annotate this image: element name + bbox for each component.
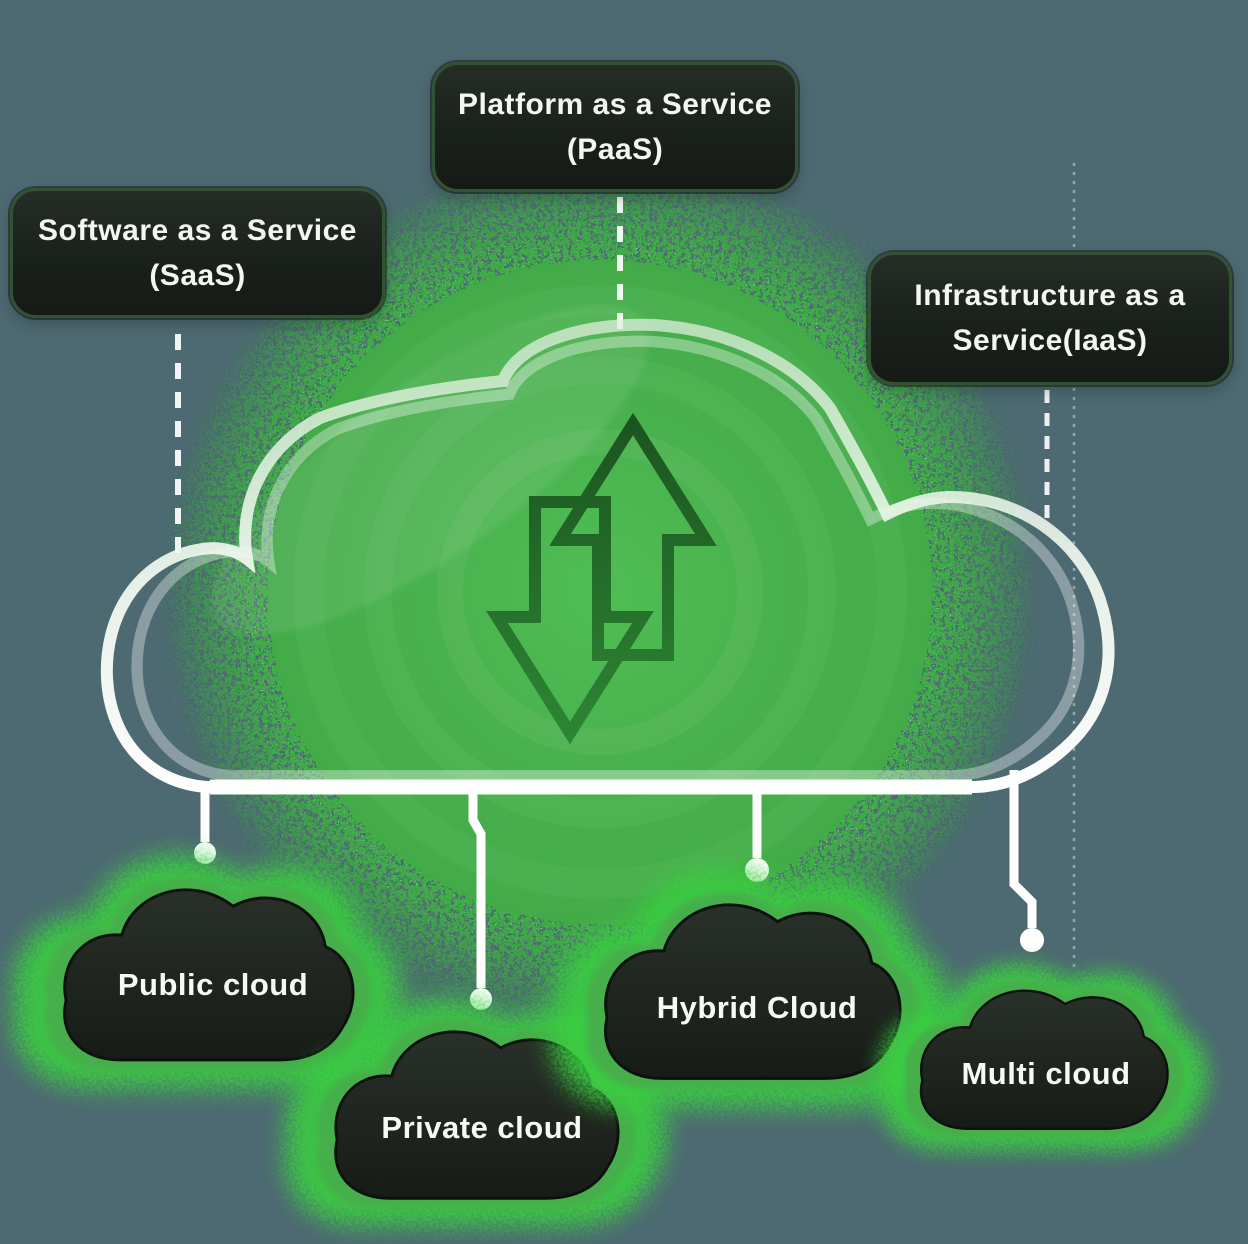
iaas-label-line2: Service(IaaS) xyxy=(952,324,1148,357)
connector-dot-private xyxy=(470,988,492,1010)
saas-label-line1: Software as a Service xyxy=(37,213,357,247)
up-arrow-outline xyxy=(549,412,717,661)
guide-lines xyxy=(175,163,1076,972)
connectors xyxy=(194,770,1044,1010)
public-cloud-label: Public cloud xyxy=(117,967,309,1002)
private-cloud-label: Private cloud xyxy=(381,1110,583,1145)
saas-label: Software as a Service (SaaS) xyxy=(10,188,385,318)
iaas-label: Infrastructure as a Service(IaaS) xyxy=(868,252,1232,385)
iaas-label-line1: Infrastructure as a xyxy=(914,279,1186,312)
multi-cloud-label: Multi cloud xyxy=(961,1056,1131,1091)
connector-dot-public xyxy=(194,842,216,864)
up-down-transfer-arrows-icon xyxy=(486,412,717,745)
hybrid-cloud-label: Hybrid Cloud xyxy=(656,990,858,1025)
light-wisp xyxy=(211,305,649,635)
down-arrow-outline xyxy=(486,496,654,745)
private-cloud-connector xyxy=(468,782,486,988)
saas-label-line2: (SaaS) xyxy=(149,258,246,292)
paas-label-line2: (PaaS) xyxy=(566,132,664,166)
connector-dot-multi xyxy=(1020,928,1044,952)
paas-label: Platform as a Service (PaaS) xyxy=(432,62,798,192)
big-cloud xyxy=(107,325,1109,795)
multi-cloud-connector xyxy=(1009,770,1037,928)
connector-dot-hybrid xyxy=(745,858,769,882)
paas-label-line1: Platform as a Service xyxy=(457,87,772,121)
